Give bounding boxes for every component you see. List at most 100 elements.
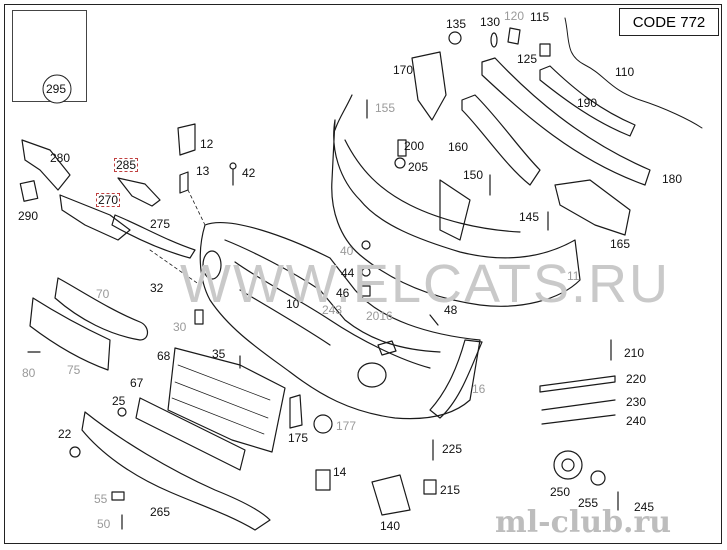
callout-125[interactable]: 125	[517, 52, 538, 66]
clip-215	[423, 479, 437, 495]
watermark-mlclub: ml-club.ru	[495, 505, 672, 540]
callout-55[interactable]: 55	[94, 492, 108, 506]
callout-30[interactable]: 30	[173, 320, 187, 334]
callout-32[interactable]: 32	[150, 281, 164, 295]
trim-75	[29, 297, 111, 371]
clip-125	[539, 43, 551, 57]
skid-plate-265	[81, 411, 271, 531]
callout-35[interactable]: 35	[212, 347, 226, 361]
bracket-275	[111, 214, 196, 259]
screw-25	[117, 407, 127, 417]
callout-135[interactable]: 135	[446, 17, 467, 31]
nut-205	[394, 157, 406, 169]
callout-145[interactable]: 145	[519, 210, 540, 224]
fog-cover-70	[54, 277, 149, 341]
callout-255[interactable]: 255	[578, 496, 599, 510]
callout-170[interactable]: 170	[393, 63, 414, 77]
callout-160[interactable]: 160	[448, 140, 469, 154]
washer-44	[361, 267, 371, 277]
callout-205[interactable]: 205	[408, 160, 429, 174]
bolt-22	[69, 446, 81, 458]
callout-155[interactable]: 155	[375, 101, 396, 115]
callout-13[interactable]: 13	[196, 164, 210, 178]
callout-10[interactable]: 10	[286, 297, 300, 311]
callout-12[interactable]: 12	[200, 137, 214, 151]
strip-230	[541, 399, 616, 411]
callout-130[interactable]: 130	[480, 15, 501, 29]
callout-11[interactable]: 11	[567, 269, 580, 283]
callout-243[interactable]: 243	[322, 303, 343, 317]
callout-67[interactable]: 67	[130, 376, 144, 390]
watermark-elcats: WWW.ELCATS.RU	[180, 254, 670, 314]
callout-42[interactable]: 42	[242, 166, 256, 180]
callout-240[interactable]: 240	[626, 414, 647, 428]
washer-250	[553, 450, 583, 480]
callout-200[interactable]: 200	[404, 139, 425, 153]
callout-210[interactable]: 210	[624, 346, 645, 360]
strip-220	[539, 375, 616, 393]
clip-120	[507, 27, 521, 45]
callout-46[interactable]: 46	[336, 286, 350, 300]
callout-280[interactable]: 280	[50, 151, 71, 165]
callout-245[interactable]: 245	[634, 500, 655, 514]
callout-44[interactable]: 44	[341, 266, 355, 280]
callout-190[interactable]: 190	[577, 96, 598, 110]
callout-225[interactable]: 225	[442, 442, 463, 456]
callout-180[interactable]: 180	[662, 172, 683, 186]
bumper-support-11	[331, 119, 581, 307]
clip-55	[111, 491, 125, 501]
callout-48[interactable]: 48	[444, 303, 458, 317]
callout-250[interactable]: 250	[550, 485, 571, 499]
callout-75[interactable]: 75	[67, 363, 81, 377]
callout-22[interactable]: 22	[58, 427, 72, 441]
callout-80[interactable]: 80	[22, 366, 36, 380]
callout-177[interactable]: 177	[336, 419, 357, 433]
callout-150[interactable]: 150	[463, 168, 484, 182]
callout-120[interactable]: 120	[504, 9, 525, 23]
callout-25[interactable]: 25	[112, 394, 126, 408]
callout-110[interactable]: 110	[615, 65, 635, 79]
bumper-cover-10	[199, 221, 481, 420]
screw-40	[361, 240, 371, 250]
callout-115[interactable]: 115	[530, 10, 550, 24]
absorber-170	[411, 51, 447, 121]
ring-255	[590, 470, 606, 486]
callout-40[interactable]: 40	[340, 244, 354, 258]
clip-290	[19, 180, 39, 202]
clip-30	[194, 309, 204, 325]
callout-275[interactable]: 275	[150, 217, 171, 231]
clip-14	[315, 469, 331, 491]
callout-68[interactable]: 68	[157, 349, 171, 363]
cap-177	[313, 414, 333, 434]
callout-175[interactable]: 175	[288, 431, 309, 445]
callout-215[interactable]: 215	[440, 483, 461, 497]
callout-140[interactable]: 140	[380, 519, 401, 533]
callout-50[interactable]: 50	[97, 517, 111, 531]
callout-265[interactable]: 265	[150, 505, 171, 519]
spring-200	[397, 139, 407, 157]
code-label: CODE 772	[619, 8, 719, 36]
callout-270[interactable]: 270	[96, 193, 121, 207]
reflector-140	[371, 474, 411, 516]
trim-175	[289, 394, 303, 429]
callout-290[interactable]: 290	[18, 209, 39, 223]
clip-135	[448, 31, 462, 45]
callout-16[interactable]: 16	[472, 382, 486, 396]
bracket-280	[21, 139, 71, 191]
bolt-48	[429, 314, 439, 326]
callout-14[interactable]: 14	[333, 465, 347, 479]
strip-240	[541, 414, 616, 425]
callout-295[interactable]: 295	[46, 82, 67, 96]
callout-165[interactable]: 165	[610, 237, 631, 251]
strip-190	[539, 65, 636, 137]
clip-130	[490, 32, 498, 48]
bracket-285	[117, 177, 161, 207]
strip-67	[135, 397, 246, 471]
callout-285[interactable]: 285	[114, 158, 139, 172]
callout-230[interactable]: 230	[626, 395, 647, 409]
callout-2016[interactable]: 2016	[366, 309, 393, 323]
callout-220[interactable]: 220	[626, 372, 647, 386]
callout-70[interactable]: 70	[96, 287, 110, 301]
